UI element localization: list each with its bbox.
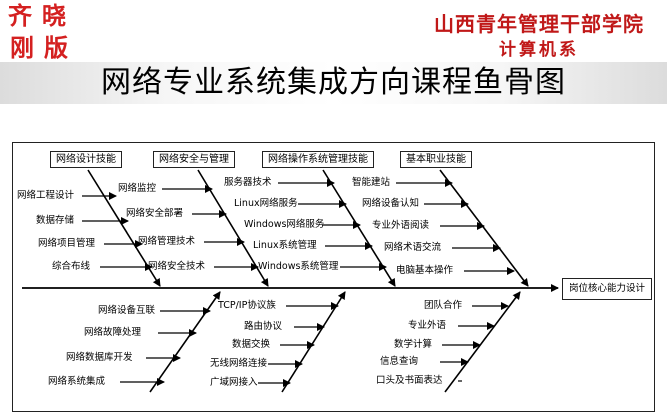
school-name: 山西青年管理干部学院 [434,12,644,36]
title-band [0,62,667,104]
rib-label: 专业外语阅读 [372,220,430,231]
rib-label: 网络设备认知 [362,198,420,209]
rib-label: 网络管理技术 [138,236,196,247]
rib-label: Linux系统管理 [253,240,317,251]
school-header: 山西青年管理干部学院 计算机系 [416,8,662,60]
rib-label: 路由协议 [244,321,283,332]
fishbone-diagram [22,169,559,393]
upper-bone-4 [439,169,529,287]
rib-label: 网络术语交流 [384,242,442,253]
rib-label: 智能建站 [352,177,391,188]
rib-label: 网络项目管理 [38,238,96,249]
rib-label: 网络监控 [118,183,157,194]
rib-label: TCP/IP协议族 [218,300,276,311]
rib-label: 数据交换 [232,339,271,350]
category-box-network-security: 网络安全与管理 [153,151,235,168]
stamp-char: 刚 [10,33,34,62]
fish-head-box: 岗位核心能力设计 [562,278,652,300]
department-name: 计算机系 [499,40,579,60]
category-box-os-management: 网络操作系统管理技能 [262,151,374,168]
rib-label: 口头及书面表达 [376,375,443,386]
rib-label: 电脑基本操作 [396,265,454,276]
rib-label: 信息查询 [380,356,419,367]
rib-label: 网络故障处理 [84,327,142,338]
stamp-char: 版 [44,33,68,62]
rib-label: 网络安全技术 [148,261,206,272]
logo-stamp: 齐 晓 刚 版 [4,2,78,64]
rib-label: 数学计算 [394,339,433,350]
rib-label: Windows系统管理 [258,261,339,272]
rib-label: 综合布线 [52,261,91,272]
stamp-char: 晓 [42,1,66,30]
rib-label: 网络工程设计 [17,190,75,201]
rib-label: 数据存储 [36,215,75,226]
lower-bone-2 [281,291,346,393]
rib-label: Windows网络服务 [244,219,325,230]
rib-label: 广域网接入 [210,377,258,388]
page-title: 网络专业系统集成方向课程鱼骨图 [101,65,566,100]
rib-label: 团队合作 [424,300,463,311]
rib-label: 专业外语 [408,320,447,331]
rib-label: 无线网络连接 [210,358,268,369]
stamp-char: 齐 [8,1,32,30]
category-box-basic-skills: 基本职业技能 [400,151,472,168]
rib-label: 网络系统集成 [48,376,106,387]
rib-label: 网络设备互联 [98,305,156,316]
rib-label: Linux网络服务 [234,198,298,209]
rib-label: 网络数据库开发 [66,352,133,363]
rib-label: 网络安全部署 [126,208,184,219]
rib-label: 服务器技术 [224,177,272,188]
category-box-network-design: 网络设计技能 [50,151,122,168]
